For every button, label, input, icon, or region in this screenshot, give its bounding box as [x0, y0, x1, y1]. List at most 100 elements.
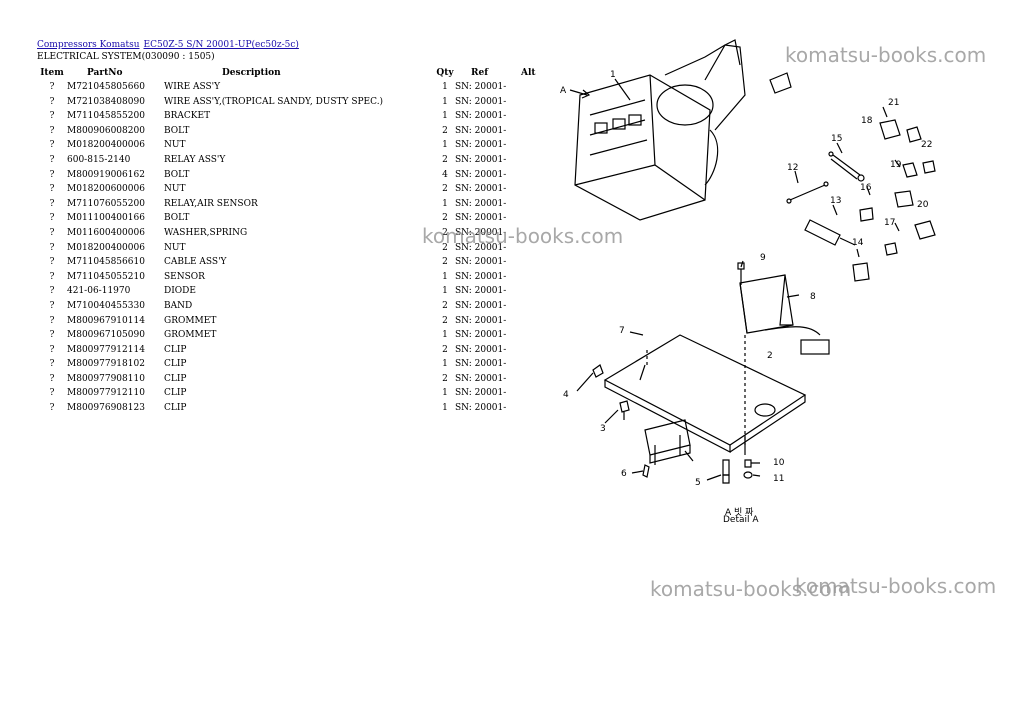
callout-label: 20: [917, 200, 929, 210]
qty-cell: 1: [442, 403, 448, 414]
qty-cell: 1: [442, 198, 448, 209]
ref-cell: SN: 20001-: [455, 111, 507, 122]
partno-cell: M800906008200: [67, 125, 145, 136]
callout-label: 10: [773, 458, 785, 468]
description-cell: DIODE: [164, 286, 196, 297]
alt-cell: [521, 270, 541, 285]
description-cell: NUT: [164, 140, 186, 151]
qty-cell: 1: [442, 82, 448, 92]
callout-label: 2: [767, 351, 773, 361]
callout-label: 22: [921, 140, 932, 150]
qty-cell: 2: [442, 154, 448, 165]
page-subtitle: ELECTRICAL SYSTEM(030090 : 1505): [37, 52, 215, 62]
partno-cell: M711045856610: [67, 257, 145, 268]
item-cell: ?: [49, 315, 55, 326]
qty-cell: 2: [442, 300, 448, 311]
description-cell: BOLT: [164, 169, 190, 180]
watermark: komatsu-books.com: [785, 43, 987, 67]
header-description: Description: [222, 68, 281, 78]
qty-cell: 1: [442, 330, 448, 341]
callout-label: 21: [888, 98, 899, 108]
header-alt: Alt: [521, 68, 536, 78]
partno-cell: M800977908110: [67, 373, 145, 384]
item-cell: ?: [49, 373, 55, 384]
description-cell: NUT: [164, 242, 186, 253]
item-cell: ?: [49, 300, 55, 311]
callout-label: 9: [760, 253, 766, 263]
partno-cell: M711076055200: [67, 198, 145, 209]
alt-cell: [521, 314, 541, 329]
item-cell: ?: [49, 227, 55, 238]
alt-cell: [521, 197, 541, 212]
ref-cell: SN: 20001-: [455, 271, 507, 282]
ref-cell: SN: 20001-: [455, 125, 507, 136]
item-cell: ?: [49, 271, 55, 282]
item-cell: ?: [49, 154, 55, 165]
item-cell: ?: [49, 403, 55, 414]
item-cell: ?: [49, 344, 55, 355]
ref-cell: SN: 20001-: [455, 140, 507, 151]
callout-label: 4: [563, 390, 569, 400]
partno-cell: 421-06-11970: [67, 286, 131, 297]
ref-cell: SN: 20001-: [455, 242, 507, 253]
ref-cell: SN: 20001-: [455, 257, 507, 268]
qty-cell: 2: [442, 213, 448, 224]
callout-label: 13: [830, 196, 841, 206]
alt-cell: [521, 357, 541, 372]
callout-label: 3: [600, 424, 606, 434]
qty-cell: 2: [442, 257, 448, 268]
description-cell: RELAY,AIR SENSOR: [164, 198, 258, 209]
description-cell: BRACKET: [164, 111, 211, 122]
qty-cell: 4: [442, 169, 448, 180]
header-qty: Qty: [436, 68, 454, 78]
description-cell: WIRE ASS'Y,(TROPICAL SANDY, DUSTY SPEC.): [164, 96, 384, 107]
breadcrumb-link-compressors[interactable]: Compressors Komatsu: [37, 40, 140, 50]
watermark: komatsu-books.com: [422, 224, 624, 248]
alt-cell: [521, 182, 541, 197]
partno-cell: M711045055210: [67, 271, 145, 282]
qty-cell: 2: [442, 315, 448, 326]
callout-label: 16: [860, 183, 872, 193]
breadcrumb-link-model[interactable]: EC50Z-5 S/N 20001-UP(ec50z-5c): [143, 40, 299, 50]
qty-cell: 2: [442, 242, 448, 253]
item-cell: ?: [49, 96, 55, 107]
diagram-caption: Detail A: [723, 515, 759, 525]
item-cell: ?: [49, 359, 55, 370]
partno-cell: M018200400006: [67, 242, 145, 253]
callout-label: 11: [773, 474, 784, 484]
description-cell: BAND: [164, 300, 193, 311]
ref-cell: SN: 20001-: [455, 82, 507, 92]
qty-cell: 1: [442, 271, 448, 282]
alt-cell: [521, 328, 541, 343]
qty-cell: 1: [442, 388, 448, 399]
partno-cell: M721038408090: [67, 96, 145, 107]
partno-cell: M800919006162: [67, 169, 145, 180]
alt-cell: [521, 386, 541, 401]
description-cell: NUT: [164, 184, 186, 195]
callout-labels: A 1 18 21 15 22 19 12 16 13 20 17 14 9 8…: [560, 70, 932, 525]
item-cell: ?: [49, 82, 55, 92]
description-cell: WIRE ASS'Y: [164, 82, 221, 92]
ref-cell: SN: 20001-: [455, 330, 507, 341]
qty-cell: 2: [442, 125, 448, 136]
ref-cell: SN: 20001-: [455, 227, 507, 238]
alt-cell: [521, 372, 541, 387]
callout-label: 1: [610, 70, 616, 80]
qty-cell: 2: [442, 373, 448, 384]
item-cell: ?: [49, 242, 55, 253]
description-cell: CLIP: [164, 388, 187, 399]
description-cell: SENSOR: [164, 271, 205, 282]
ref-cell: SN: 20001-: [455, 403, 507, 414]
exploded-parts-diagram: A 1 18 21 15 22 19 12 16 13 20 17 14 9 8…: [560, 39, 936, 525]
alt-cell: [521, 124, 541, 139]
item-cell: ?: [49, 111, 55, 122]
alt-cell: [521, 299, 541, 314]
